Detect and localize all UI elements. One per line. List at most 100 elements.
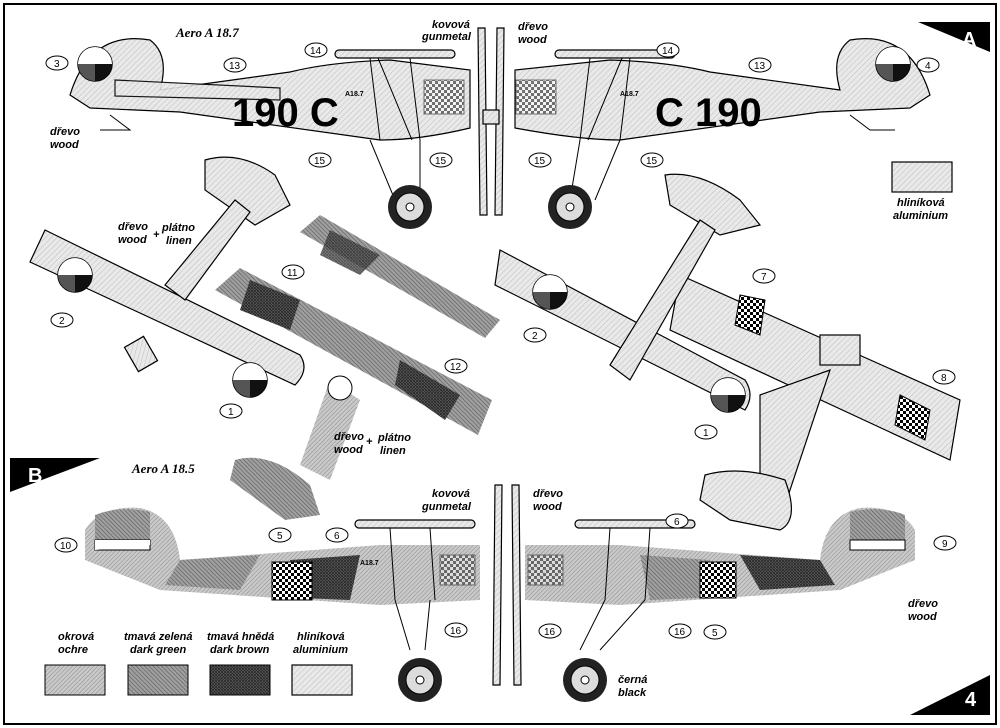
svg-text:tmavá zelená: tmavá zelená bbox=[124, 631, 192, 643]
legend: okrová ochre tmavá zelená dark green tma… bbox=[44, 631, 353, 696]
marker-15-c: 15 bbox=[528, 152, 552, 168]
callout-gunmetal-b: kovová gunmetal bbox=[421, 488, 472, 513]
marker-1-left: 1 bbox=[219, 403, 243, 419]
svg-text:wood: wood bbox=[518, 34, 547, 46]
sheet-border bbox=[3, 3, 997, 725]
marker-8: 8 bbox=[932, 369, 956, 385]
callout-wood-prop-b: dřevo wood bbox=[533, 488, 563, 513]
svg-text:wood: wood bbox=[334, 444, 363, 456]
svg-text:4: 4 bbox=[925, 61, 931, 72]
panel-a-letter: A bbox=[962, 29, 976, 51]
page-number: 4 bbox=[965, 689, 977, 711]
marker-2-left: 2 bbox=[50, 312, 74, 328]
legend-item-ochre: okrová ochre bbox=[44, 631, 106, 696]
panel-a-badge: A bbox=[918, 22, 990, 52]
svg-text:+: + bbox=[153, 229, 160, 241]
svg-text:kovová: kovová bbox=[432, 19, 470, 31]
marker-14: 12 bbox=[444, 358, 468, 374]
svg-text:linen: linen bbox=[380, 445, 406, 457]
svg-text:15: 15 bbox=[534, 156, 546, 167]
callout-wood-left: dřevo wood bbox=[50, 126, 80, 151]
svg-text:13: 13 bbox=[754, 61, 766, 72]
marker-16-b: 16 bbox=[538, 623, 562, 639]
svg-text:15: 15 bbox=[646, 156, 658, 167]
marker-callouts: 3 13 14 15 15 15 15 14 13 4 2 1 11 12 2 … bbox=[45, 42, 957, 640]
svg-text:15: 15 bbox=[314, 156, 326, 167]
marker-4: 4 bbox=[916, 57, 940, 73]
svg-text:12: 12 bbox=[450, 362, 462, 373]
svg-text:2: 2 bbox=[59, 316, 65, 327]
svg-text:okrová: okrová bbox=[58, 631, 94, 643]
marker-5-left: 5 bbox=[268, 527, 292, 543]
svg-text:7: 7 bbox=[761, 272, 767, 283]
panel-b-title: Aero A 18.5 bbox=[131, 461, 195, 476]
marker-5-right: 5 bbox=[703, 624, 727, 640]
svg-text:9: 9 bbox=[942, 539, 948, 550]
panel-b-badge: B bbox=[10, 458, 100, 492]
marker-9: 9 bbox=[933, 535, 957, 551]
marker-6-left: 6 bbox=[325, 527, 349, 543]
type-stencil-left: A18.7 bbox=[345, 91, 364, 98]
svg-text:dřevo: dřevo bbox=[334, 431, 364, 443]
svg-text:black: black bbox=[618, 687, 647, 699]
svg-text:2: 2 bbox=[532, 331, 538, 342]
a18-7-left-profile: 190 C A18.7 bbox=[69, 38, 471, 230]
svg-text:15: 15 bbox=[435, 156, 447, 167]
svg-text:10: 10 bbox=[60, 541, 72, 552]
type-stencil-b-left: A18.7 bbox=[360, 560, 379, 567]
marker-13: 11 bbox=[281, 264, 305, 280]
marker-11-left: 13 bbox=[223, 57, 247, 73]
legend-item-dark-green: tmavá zelená dark green bbox=[124, 631, 192, 696]
svg-text:dřevo: dřevo bbox=[908, 598, 938, 610]
marker-16-a: 16 bbox=[444, 622, 468, 638]
svg-text:6: 6 bbox=[674, 517, 680, 528]
marker-15-d: 15 bbox=[640, 152, 664, 168]
marker-11-right: 13 bbox=[748, 57, 772, 73]
svg-text:dřevo: dřevo bbox=[118, 221, 148, 233]
callout-wood-linen-bottom: dřevo wood + plátno linen bbox=[334, 431, 411, 457]
marker-12-right: 14 bbox=[656, 42, 680, 58]
svg-text:6: 6 bbox=[334, 531, 340, 542]
svg-text:8: 8 bbox=[941, 373, 947, 384]
marker-15-b: 15 bbox=[429, 152, 453, 168]
svg-text:16: 16 bbox=[450, 626, 462, 637]
svg-text:hliníková: hliníková bbox=[297, 631, 345, 643]
svg-text:gunmetal: gunmetal bbox=[421, 501, 472, 513]
marker-3: 3 bbox=[45, 55, 69, 71]
svg-text:aluminium: aluminium bbox=[293, 644, 348, 656]
svg-text:dřevo: dřevo bbox=[533, 488, 563, 500]
svg-text:wood: wood bbox=[50, 139, 79, 151]
svg-text:dřevo: dřevo bbox=[50, 126, 80, 138]
registration-right: C 190 bbox=[655, 91, 762, 135]
svg-text:5: 5 bbox=[277, 531, 283, 542]
svg-text:wood: wood bbox=[908, 611, 937, 623]
svg-text:tmavá hnědá: tmavá hnědá bbox=[207, 631, 274, 643]
svg-text:gunmetal: gunmetal bbox=[421, 31, 472, 43]
registration-left: 190 C bbox=[232, 91, 339, 135]
svg-text:1: 1 bbox=[703, 428, 709, 439]
propeller-b-icon bbox=[492, 484, 522, 686]
svg-text:dřevo: dřevo bbox=[518, 21, 548, 33]
svg-text:ochre: ochre bbox=[58, 644, 88, 656]
svg-text:14: 14 bbox=[662, 46, 674, 57]
marker-7: 7 bbox=[752, 268, 776, 284]
aluminium-swatch: hliníková aluminium bbox=[891, 161, 953, 222]
svg-text:dark brown: dark brown bbox=[210, 644, 270, 656]
panel-b-letter: B bbox=[28, 465, 42, 487]
a18-5-left-profile: A18.7 bbox=[85, 507, 480, 703]
svg-text:wood: wood bbox=[118, 234, 147, 246]
marker-12-left: 14 bbox=[304, 42, 328, 58]
a18-7-top-view-right bbox=[494, 173, 961, 531]
checker-emblem-icon bbox=[271, 561, 313, 601]
page-number-badge: 4 bbox=[910, 675, 990, 715]
type-stencil-right: A18.7 bbox=[620, 91, 639, 98]
marker-6-right: 6 bbox=[665, 513, 689, 529]
callout-wood-prop-a: dřevo wood bbox=[518, 21, 548, 46]
callout-wood-linen-top: dřevo wood + plátno linen bbox=[118, 221, 195, 247]
a18-7-underside-camo bbox=[215, 215, 500, 520]
marker-16-c: 16 bbox=[668, 623, 692, 639]
legend-item-dark-brown: tmavá hnědá dark brown bbox=[207, 631, 274, 696]
svg-text:11: 11 bbox=[287, 268, 298, 279]
a18-7-top-view bbox=[29, 156, 305, 398]
